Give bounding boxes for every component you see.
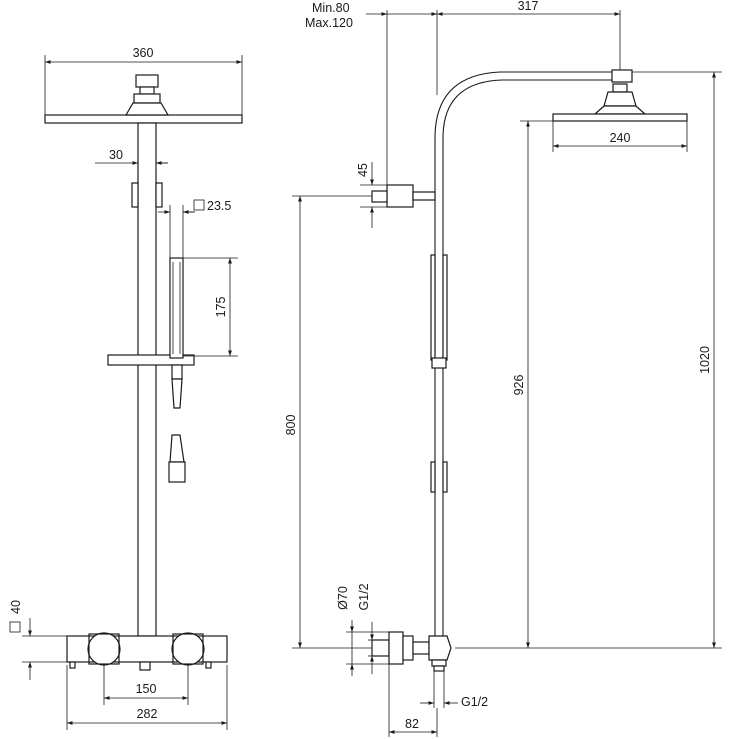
riser-pipe-side xyxy=(430,69,633,636)
head-width-label: 360 xyxy=(133,46,154,60)
wall-offset-max-label: Max.120 xyxy=(305,16,353,30)
riser-pipe-front xyxy=(131,122,163,637)
bracket-height-label: 45 xyxy=(356,163,370,177)
arm-elevation-dimension: 926 xyxy=(455,120,553,649)
total-height-dimension: 1020 xyxy=(540,71,722,649)
mixer-front xyxy=(66,632,228,671)
eccentric-diameter-label: Ø70 xyxy=(336,586,350,610)
rain-shower-head-front xyxy=(44,74,243,124)
small-head-width-dimension: 240 xyxy=(552,121,688,152)
arm-reach-dimension: 317 xyxy=(437,0,621,75)
outlet-thread-label: G1/2 xyxy=(461,695,488,709)
arm-elevation-label: 926 xyxy=(512,375,526,396)
base-square-dimension: 40 xyxy=(9,600,67,680)
arm-offset-dimension: 30 xyxy=(95,148,168,165)
bracket-elevation-label: 800 xyxy=(284,415,298,436)
outlet-thread-dimension: G1/2 xyxy=(420,671,488,709)
arm-reach-label: 317 xyxy=(518,0,539,13)
rain-shower-head-side xyxy=(552,83,688,122)
side-view: Min.80 Max.120 317 xyxy=(284,0,722,737)
hand-shower-front xyxy=(107,257,195,483)
handshower-length-label: 175 xyxy=(214,297,228,318)
eccentric-thread-label: G1/2 xyxy=(357,583,371,610)
mixer-width-dimension: 282 xyxy=(66,665,228,730)
mixer-width-label: 282 xyxy=(137,707,158,721)
wall-offset-dimension: Min.80 Max.120 xyxy=(305,1,438,185)
mixer-depth-dimension: 82 xyxy=(388,664,438,737)
wall-offset-min-label: Min.80 xyxy=(312,1,350,15)
eccentric-dimension: Ø70 G1/2 xyxy=(336,583,389,676)
total-height-label: 1020 xyxy=(698,346,712,374)
handshower-square-dimension: 23.5 xyxy=(158,199,231,258)
arm-offset-label: 30 xyxy=(109,148,123,162)
inlet-spacing-label: 150 xyxy=(136,682,157,696)
head-width-dimension: 360 xyxy=(44,46,243,115)
bracket-height-dimension: 45 xyxy=(356,162,387,228)
handshower-square-label: 23.5 xyxy=(207,199,231,213)
mixer-depth-label: 82 xyxy=(405,717,419,731)
front-view: 360 30 xyxy=(9,46,243,730)
wall-bracket xyxy=(366,184,436,208)
bracket-elevation-dimension: 800 xyxy=(284,195,390,649)
base-square-label: 40 xyxy=(9,600,23,614)
handshower-length-dimension: 175 xyxy=(183,257,238,357)
small-head-width-label: 240 xyxy=(610,131,631,145)
inlet-spacing-dimension: 150 xyxy=(103,665,189,705)
mixer-side xyxy=(371,631,452,672)
